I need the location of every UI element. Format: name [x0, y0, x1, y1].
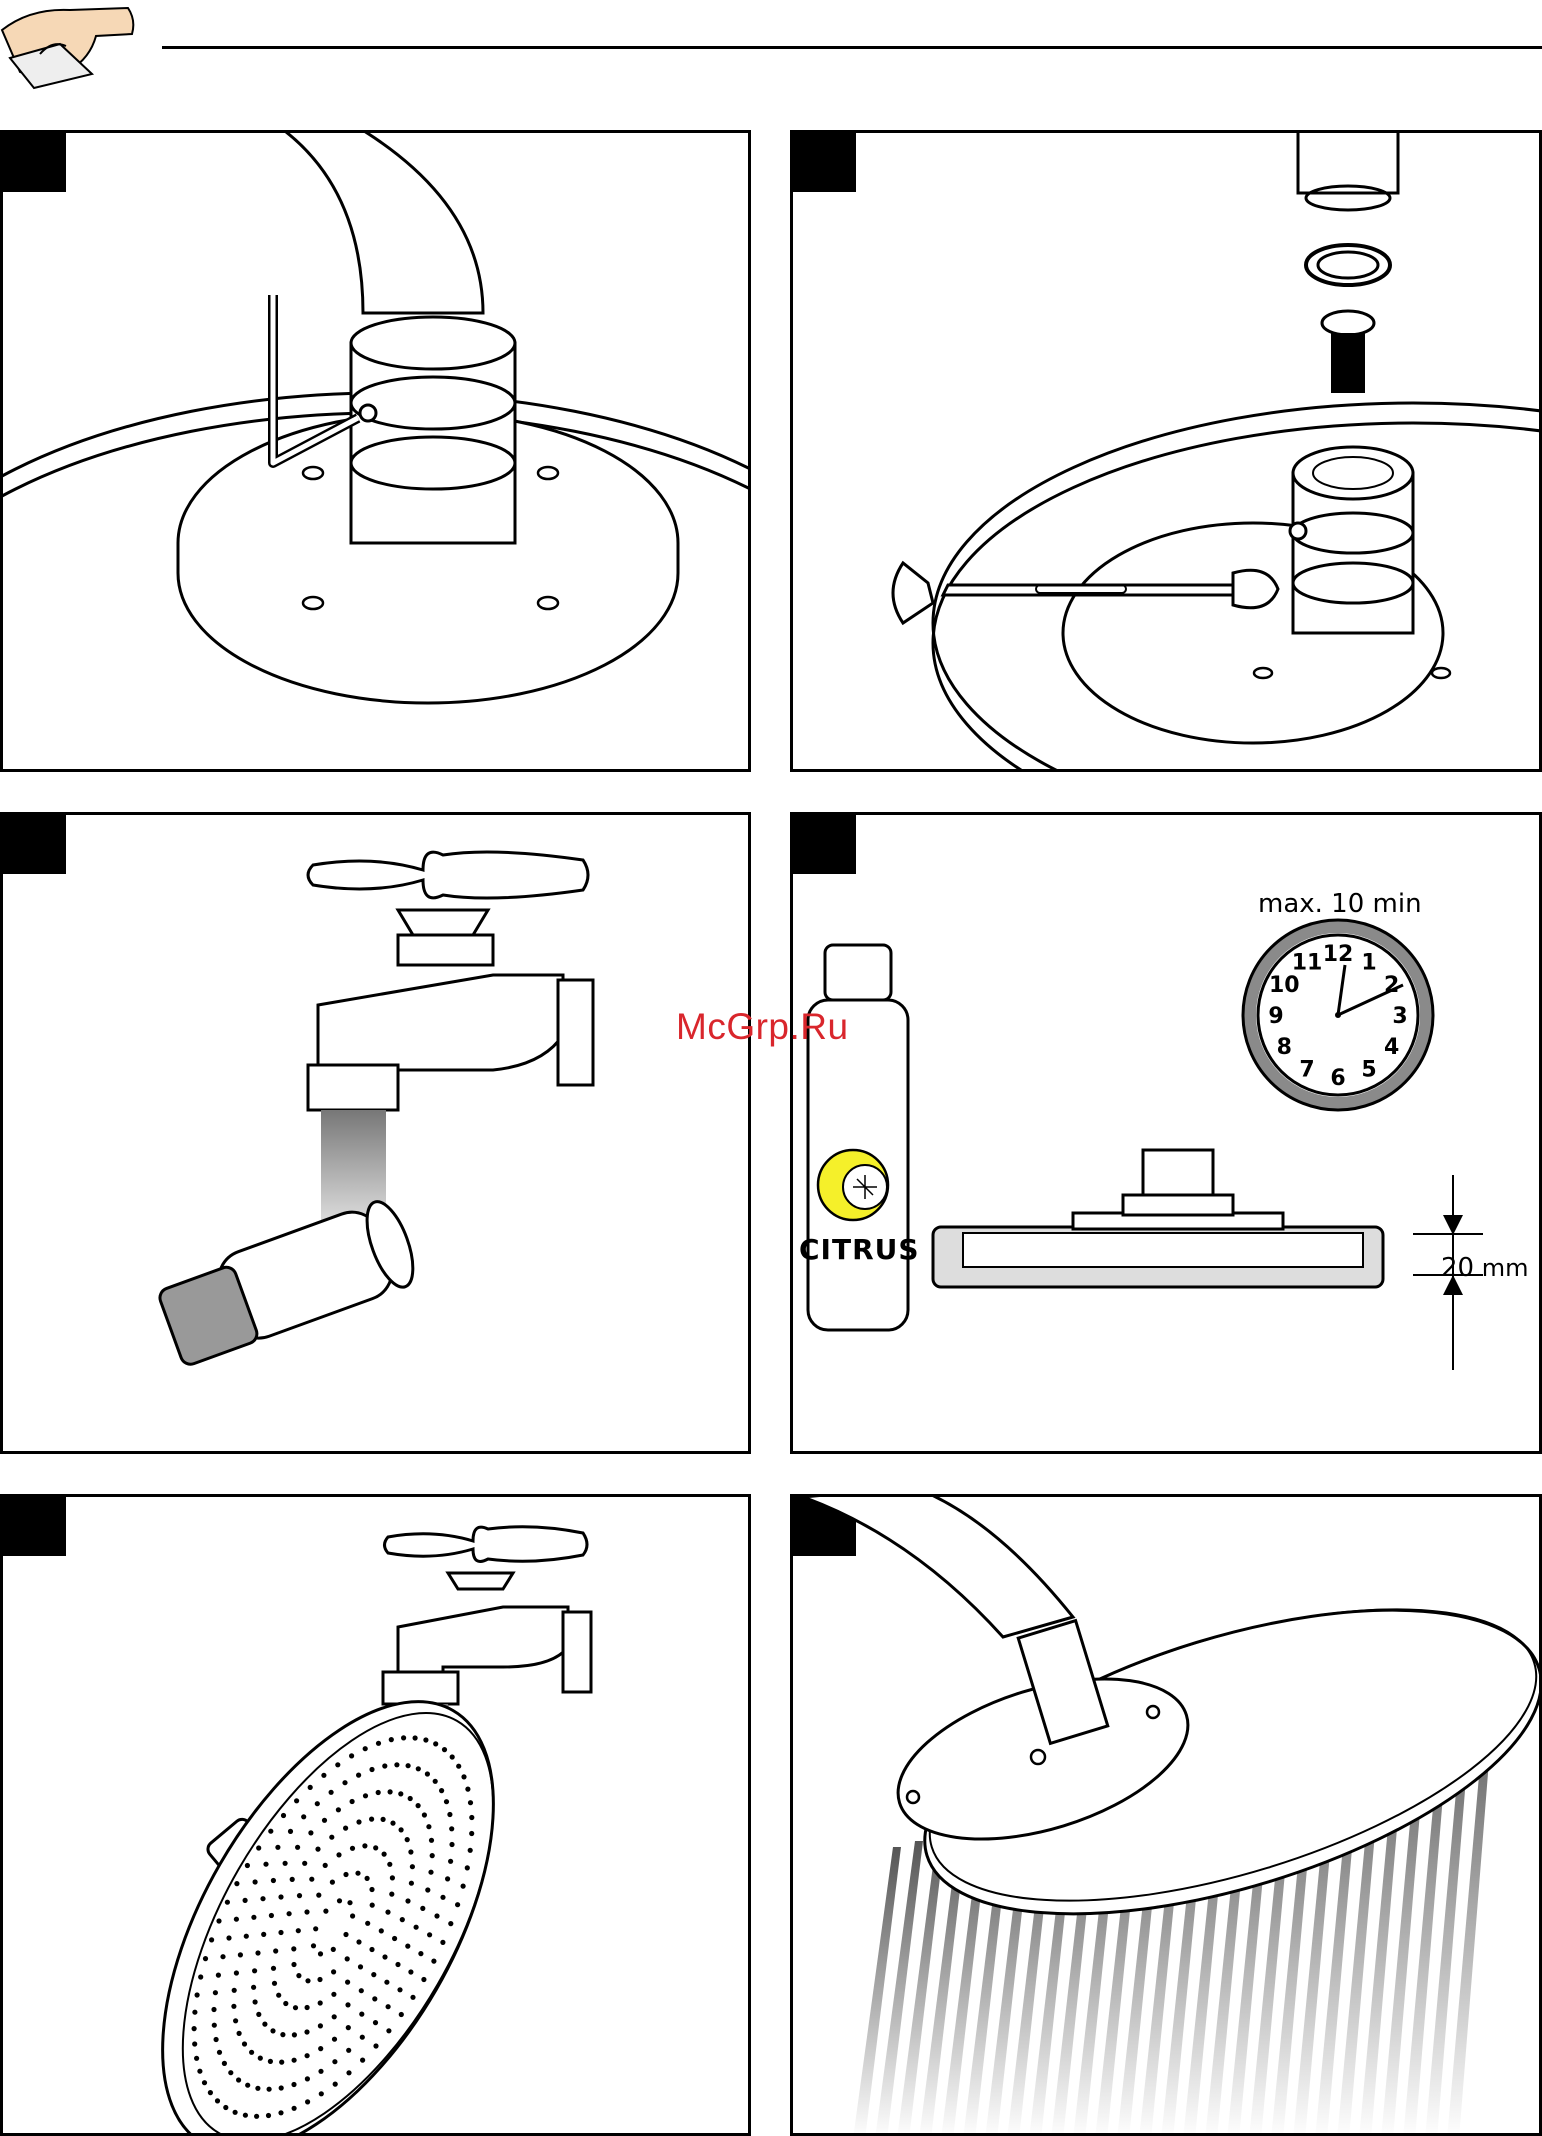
- wrench-filter-removal-illustration: [793, 133, 1542, 772]
- tap-rinse-filter-illustration: [3, 815, 751, 1454]
- clock-number: 12: [1323, 942, 1354, 967]
- hand-wiping-icon: [0, 0, 140, 90]
- clock-number: 5: [1361, 1058, 1376, 1083]
- citrus-bottle-label: CITRUS: [799, 1233, 920, 1266]
- clock-number: 7: [1299, 1058, 1314, 1083]
- watermark-text: McGrp.Ru: [676, 1006, 849, 1048]
- panel-step-6: [790, 1494, 1542, 2136]
- showerhead-installed-spraying-illustration: [793, 1497, 1542, 2136]
- tap-rinse-showerhead-illustration: [3, 1497, 751, 2136]
- panel-step-2: [790, 130, 1542, 772]
- clock-number: 2: [1384, 973, 1399, 998]
- clock-number: 1: [1361, 950, 1376, 975]
- soak-time-caption: max. 10 min: [1258, 889, 1422, 919]
- depth-value: 20: [1441, 1253, 1474, 1283]
- clock-number: 9: [1268, 1004, 1283, 1029]
- clock-number: 10: [1269, 973, 1300, 998]
- header-rule: [162, 46, 1542, 49]
- clock-number: 6: [1330, 1066, 1345, 1091]
- depth-dimension-label: 20 mm: [1441, 1253, 1529, 1283]
- panel-step-5: [0, 1494, 751, 2136]
- clock-number: 3: [1392, 1004, 1407, 1029]
- shower-arm-hex-key-illustration: [3, 133, 751, 772]
- panel-step-1: [0, 130, 751, 772]
- clock-number: 11: [1292, 950, 1323, 975]
- clock-number: 8: [1277, 1035, 1292, 1060]
- clock-number: 4: [1384, 1035, 1399, 1060]
- panel-step-3: [0, 812, 751, 1454]
- depth-unit: mm: [1482, 1254, 1529, 1282]
